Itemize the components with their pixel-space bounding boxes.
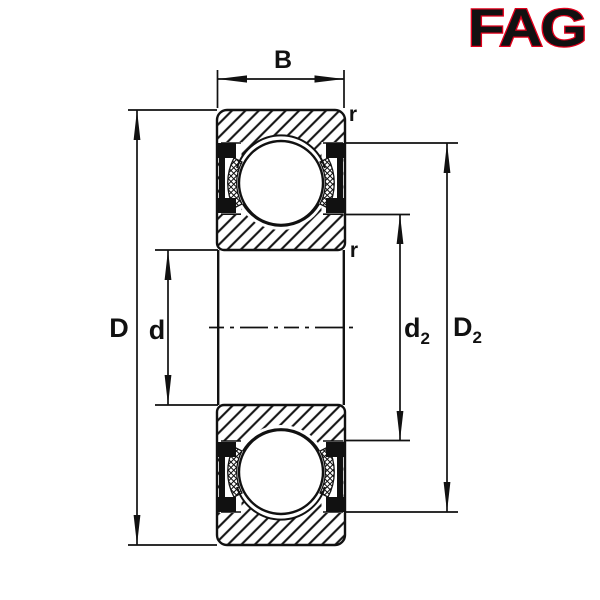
- ball-upper: [237, 139, 325, 227]
- seal-right-lower: [326, 442, 344, 512]
- seal-left-lower: [218, 442, 236, 512]
- dimension-label-d2: d2: [404, 313, 430, 348]
- dimension-lines-d2: [345, 213, 410, 442]
- bearing-upper-section: [215, 108, 347, 252]
- dimension-lines-D2: [346, 142, 458, 513]
- label-corner-radius-top: r: [349, 103, 357, 126]
- ball-lower: [237, 428, 325, 516]
- label-corner-radius-bottom: r: [350, 239, 358, 262]
- dimension-lines-D: [128, 109, 217, 546]
- recess-shoulder-lines-lower: [221, 440, 343, 513]
- dimension-lines-B: [216, 70, 345, 108]
- bearing-lower-section: [215, 403, 347, 547]
- arrowheads-B: [217, 75, 344, 83]
- dimension-B: B: [216, 46, 345, 108]
- dimension-label-D2: D2: [453, 312, 482, 347]
- dimension-label-D: D: [109, 313, 129, 343]
- dimension-label-d: d: [149, 315, 166, 345]
- dimension-D2: D2: [346, 142, 482, 513]
- dimension-D: D: [109, 109, 217, 546]
- dimension-d2: d2: [345, 213, 430, 442]
- seal-left-upper: [218, 143, 236, 213]
- dimension-label-B: B: [274, 46, 292, 74]
- dimension-d: d: [149, 249, 218, 406]
- fag-logo: FAG: [468, 0, 585, 58]
- seal-right-upper: [326, 143, 344, 213]
